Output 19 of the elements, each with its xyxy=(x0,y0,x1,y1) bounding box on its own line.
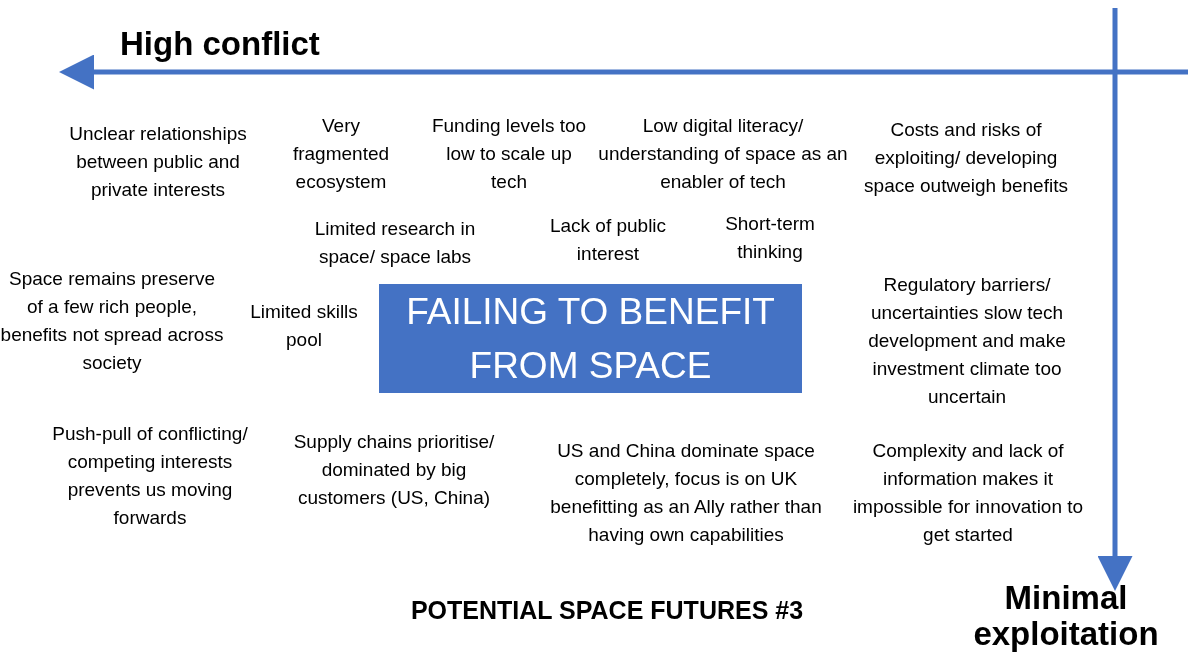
issue-text: Unclear relationships between public and private interests xyxy=(68,122,248,202)
issue-text: Complexity and lack of information makes it impossible for innovation to get started xyxy=(851,439,1085,547)
issue-text: Funding levels too low to scale up tech xyxy=(430,114,588,194)
issue-text: US and China dominate space completely, focus is on UK benefitting as an Ally rather than having own capabilities xyxy=(549,439,823,547)
issue-text: Costs and risks of exploiting/ developing space outweigh benefits xyxy=(863,118,1069,198)
issue-text: Limited skills pool xyxy=(249,300,359,352)
issue-text: Limited research in space/ space labs xyxy=(313,217,477,269)
caption: POTENTIAL SPACE FUTURES #3 xyxy=(409,596,805,625)
axis-label: Minimal exploitation xyxy=(972,580,1160,652)
issue-text: Lack of public interest xyxy=(548,214,668,266)
axis-label: High conflict xyxy=(120,26,321,62)
issue-text: Supply chains prioritise/ dominated by big customers (US, China) xyxy=(292,430,496,510)
issue-text: Very fragmented ecosystem xyxy=(291,114,391,194)
issue-text: Regulatory barriers/ uncertainties slow tech development and make investment climate too uncertain xyxy=(867,273,1067,409)
issue-text: Space remains preserve of a few rich people, benefits not spread across society xyxy=(0,267,224,375)
title-box: FAILING TO BENEFIT FROM SPACE xyxy=(379,284,802,393)
issue-text: Low digital literacy/ understanding of space as an enabler of tech xyxy=(598,114,848,194)
issue-text: Push-pull of conflicting/ competing interests prevents us moving forwards xyxy=(51,422,249,530)
issue-text: Short-term thinking xyxy=(724,212,816,264)
